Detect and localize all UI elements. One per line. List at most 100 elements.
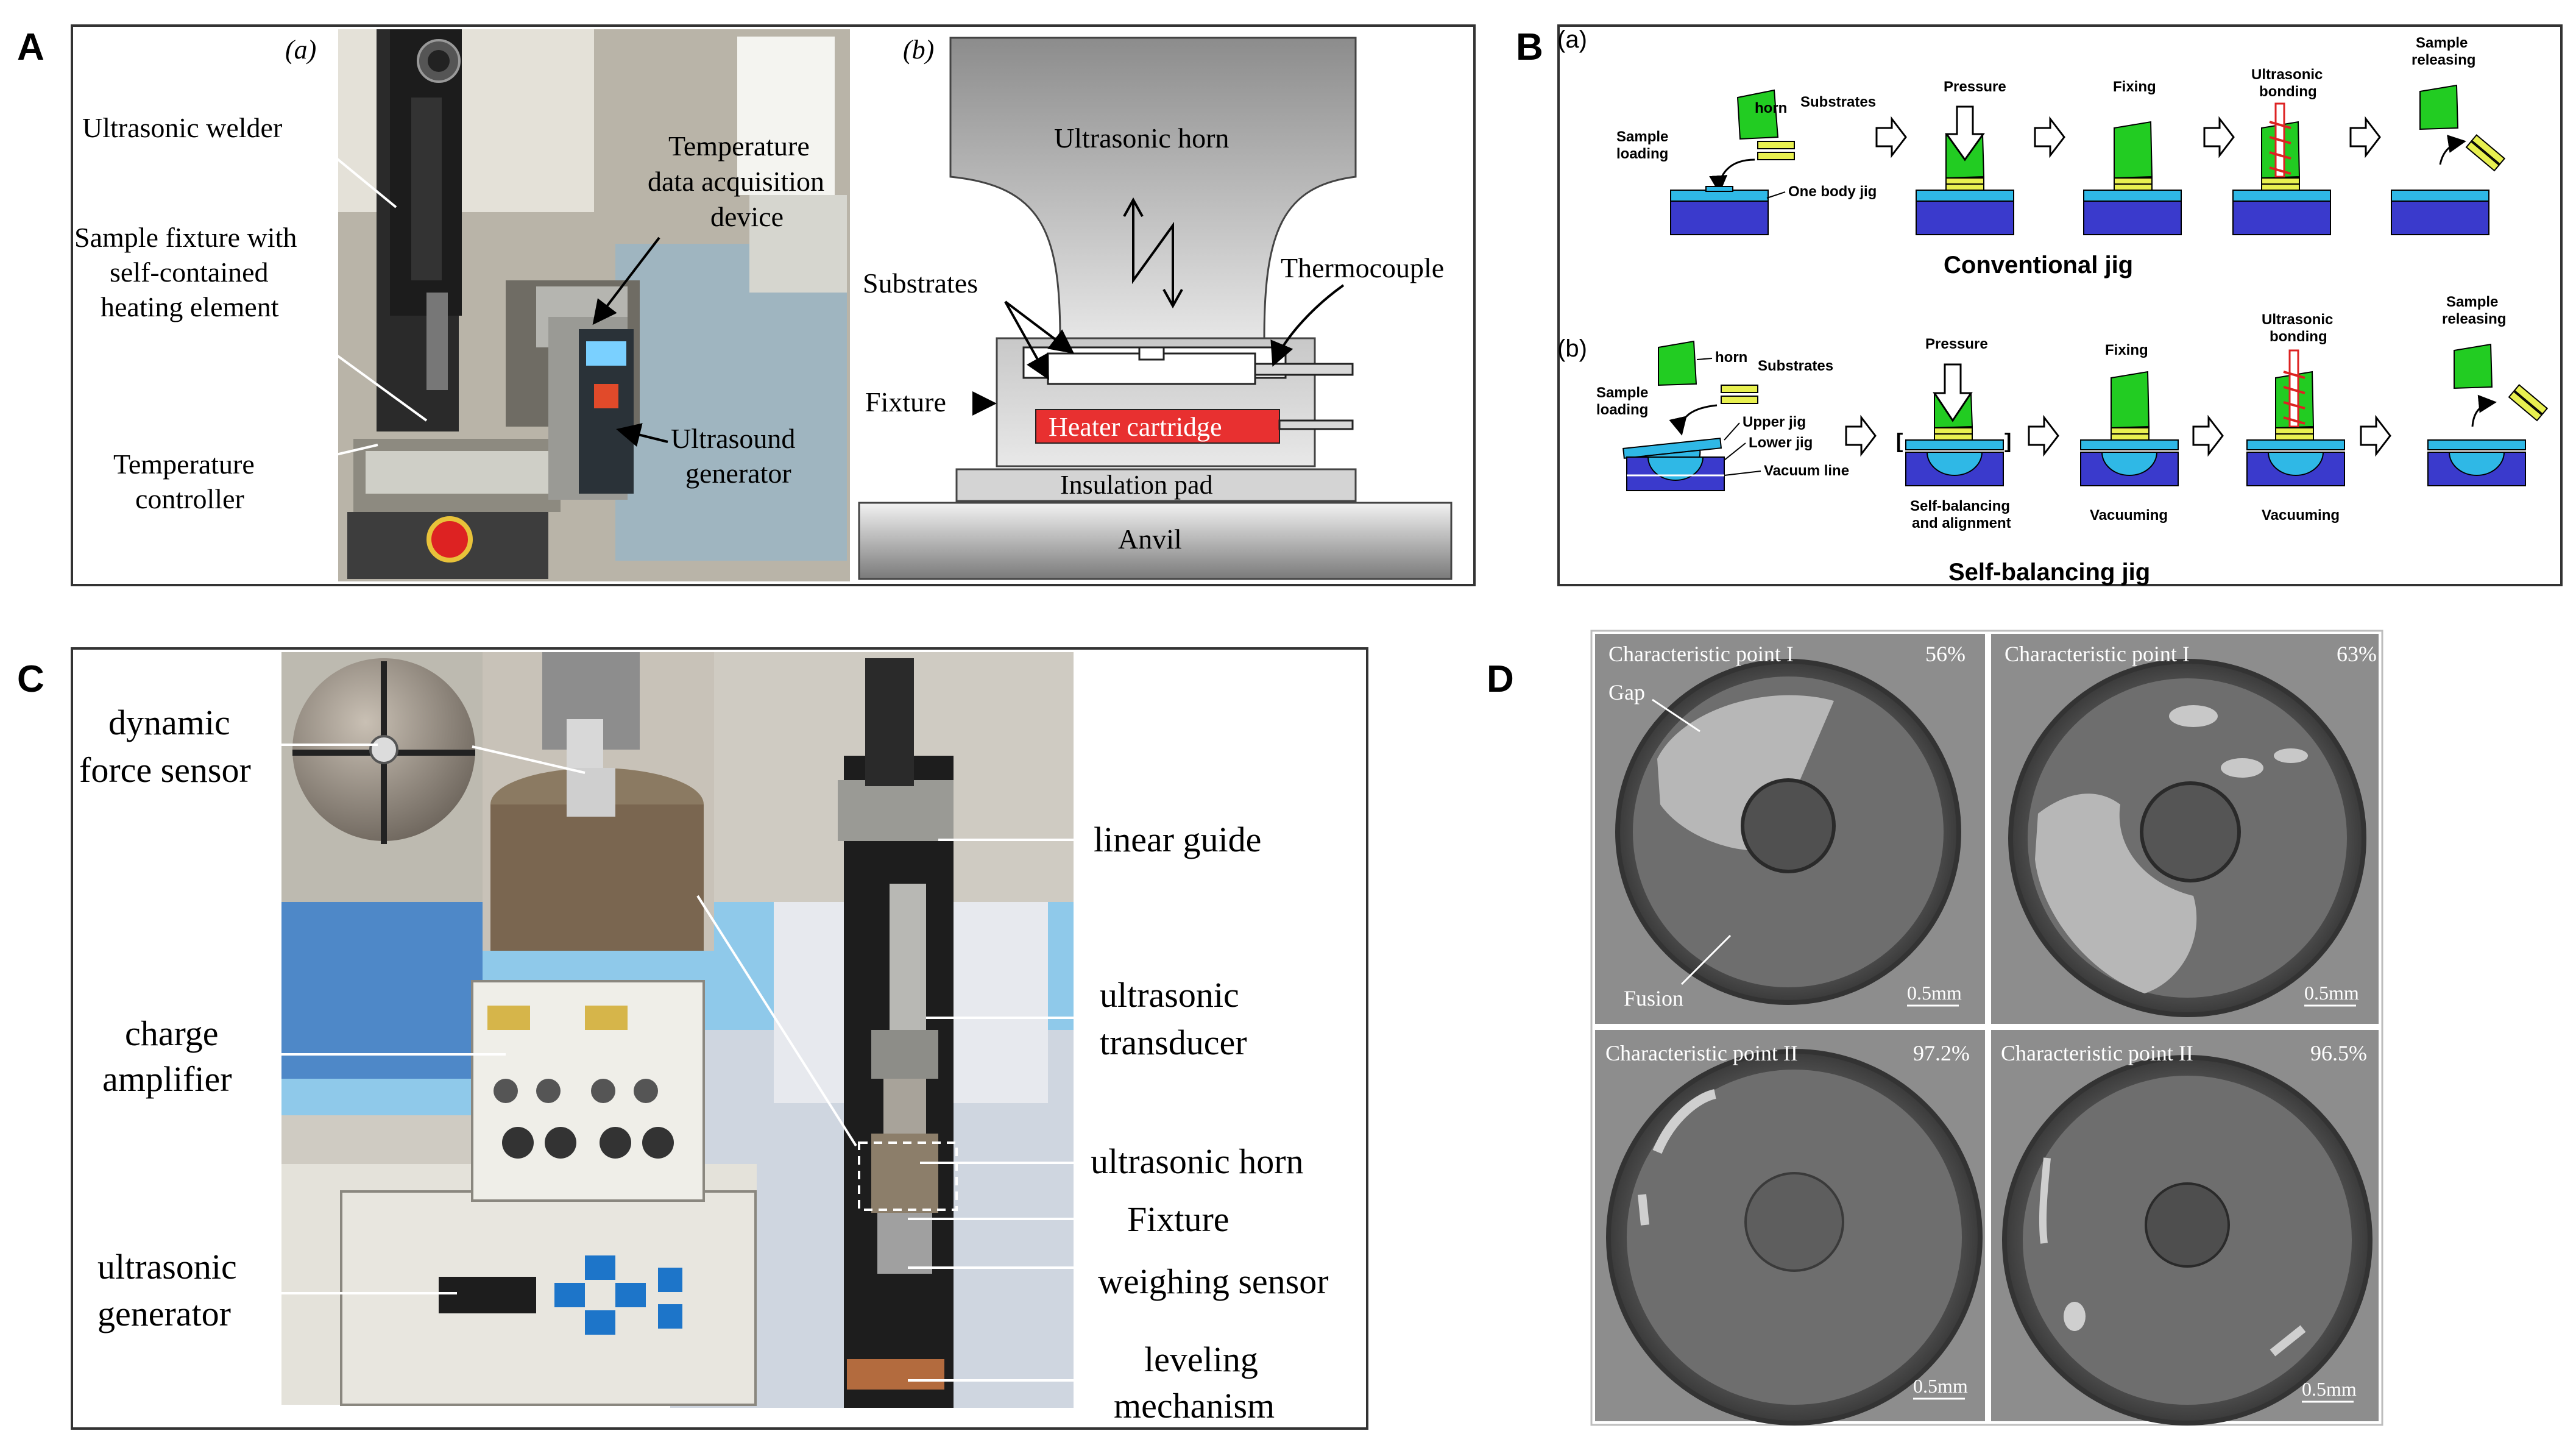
label-weighing-sensor: weighing sensor xyxy=(1098,1262,1329,1301)
label-ultrasonic-generator-2: generator xyxy=(97,1294,231,1333)
label-fixture-2: self-contained xyxy=(110,257,269,288)
label-temp-controller-2: controller xyxy=(135,483,244,514)
label-transducer-1: ultrasonic xyxy=(1100,975,1239,1015)
label-charge-amplifier-2: amplifier xyxy=(102,1059,232,1099)
panel-d: Characteristic point I 56% Gap Fusion 0.… xyxy=(1590,630,2383,1426)
label-daq-3: device xyxy=(710,201,784,232)
br-percent: 96.5% xyxy=(2310,1041,2367,1065)
test-rig-photo xyxy=(281,652,1074,1408)
label-conv-ultrasonic-1: Ultrasonic xyxy=(2251,66,2323,83)
label-ultrasonic-horn: Ultrasonic horn xyxy=(1054,122,1229,154)
label-conv-sample-loading-1: Sample xyxy=(1616,129,1668,145)
anvil xyxy=(858,502,1453,580)
label-anvil: Anvil xyxy=(1118,524,1182,555)
label-vacuuming-1: Vacuuming xyxy=(2090,507,2168,524)
label-fixture: Fixture xyxy=(865,386,946,417)
label-insulation-pad: Insulation pad xyxy=(1060,470,1213,500)
label-ultrasonic-welder: Ultrasonic welder xyxy=(82,112,282,143)
bl-percent: 97.2% xyxy=(1913,1041,1970,1065)
label-conv-sample-loading-2: loading xyxy=(1616,146,1668,162)
panel-c-leaders xyxy=(271,744,1088,1382)
label-self-release-1: Sample xyxy=(2446,294,2498,310)
conventional-jig-row: horn Substrates Sample loading One body … xyxy=(1616,35,2506,279)
heater-cartridge xyxy=(1035,409,1280,444)
br-scale: 0.5mm xyxy=(2302,1378,2357,1400)
leader-controller xyxy=(286,444,378,467)
leader-gen xyxy=(616,423,668,447)
leader-daq xyxy=(592,236,660,325)
label-self-sample-loading-1: Sample xyxy=(1596,385,1648,401)
label-ultrasonic-horn: ultrasonic horn xyxy=(1091,1141,1304,1181)
sub-label-b-b: (b) xyxy=(1557,335,1587,362)
label-self-sample-loading-2: loading xyxy=(1596,402,1648,418)
panel-letter-b: B xyxy=(1516,26,1543,68)
label-ultrasonic-generator-1: ultrasonic xyxy=(97,1247,237,1287)
tl-percent: 56% xyxy=(1925,642,1966,666)
bl-scale: 0.5mm xyxy=(1913,1375,1968,1397)
tr-scale: 0.5mm xyxy=(2304,982,2359,1004)
label-self-balancing-2: and alignment xyxy=(1912,515,2011,531)
label-dynamic-force-sensor-2: force sensor xyxy=(79,750,251,790)
panel-letter-a: A xyxy=(17,26,44,68)
label-conv-pressure: Pressure xyxy=(1944,79,2006,95)
label-charge-amplifier-1: charge xyxy=(125,1014,219,1053)
label-dynamic-force-sensor-1: dynamic xyxy=(108,703,230,742)
label-leveling-1: leveling xyxy=(1144,1340,1258,1379)
tr-percent: 63% xyxy=(2337,642,2377,666)
label-lower-jig: Lower jig xyxy=(1749,435,1813,451)
label-self-balancing-jig: Self-balancing jig xyxy=(1948,559,2150,586)
sub-label-b-a: (a) xyxy=(1557,26,1587,53)
label-daq-2: data acquisition xyxy=(648,166,824,197)
label-thermocouple: Thermocouple xyxy=(1281,252,1444,283)
label-substrates: Substrates xyxy=(863,268,978,299)
self-balancing-jig-row: horn Substrates Sample loading Upper jig… xyxy=(1596,294,2549,586)
label-conventional-jig: Conventional jig xyxy=(1944,252,2133,279)
label-fixture-3: heating element xyxy=(101,291,279,322)
label-upper-jig: Upper jig xyxy=(1743,414,1806,430)
label-vacuuming-2: Vacuuming xyxy=(2262,507,2340,524)
sub-label-b: (b) xyxy=(903,35,934,65)
leader-fixture xyxy=(291,322,428,422)
welder-photo xyxy=(338,29,850,581)
label-self-ultrasonic-1: Ultrasonic xyxy=(2262,311,2333,328)
label-self-balancing-1: Self-balancing xyxy=(1910,498,2010,514)
tr-title: Characteristic point I xyxy=(2005,642,2190,666)
label-transducer-2: transducer xyxy=(1100,1023,1247,1062)
label-heater-cartridge: Heater cartridge xyxy=(1049,412,1222,442)
svg-text:]: ] xyxy=(2005,430,2011,453)
label-self-substrates: Substrates xyxy=(1758,358,1833,374)
tl-title: Characteristic point I xyxy=(1608,642,1794,666)
panel-letter-d: D xyxy=(1487,658,1514,700)
sub-label-a: (a) xyxy=(285,35,316,65)
horn-icon xyxy=(1736,89,1779,140)
label-self-horn: horn xyxy=(1715,349,1747,366)
bl-title: Characteristic point II xyxy=(1605,1041,1798,1065)
label-one-body-jig: One body jig xyxy=(1788,183,1877,200)
insulation-pad xyxy=(955,468,1357,502)
label-self-pressure: Pressure xyxy=(1925,336,1988,352)
leader-welder xyxy=(310,136,397,208)
label-temp-controller-1: Temperature xyxy=(113,449,255,480)
label-gen-2: generator xyxy=(685,458,791,489)
welding-schematic: Ultrasonic horn Heater cartridge Insulat… xyxy=(858,37,1453,580)
panel-a: (a) (b) Ultrasonic welder Sample fixture… xyxy=(71,24,1476,586)
label-vacuum-line: Vacuum line xyxy=(1764,463,1849,479)
panel-c: dynamic force sensor charge amplifier ul… xyxy=(71,647,1368,1430)
label-leveling-2: mechanism xyxy=(1114,1386,1275,1425)
thermocouple-probe xyxy=(1254,363,1354,376)
label-fixture-1: Sample fixture with xyxy=(74,222,297,253)
tl-gap-label: Gap xyxy=(1608,680,1645,705)
panel-b: (a) (b) horn Substrates Sample loading O… xyxy=(1557,24,2563,586)
label-self-fixing: Fixing xyxy=(2105,342,2148,358)
label-conv-release-2: releasing xyxy=(2411,52,2475,68)
generator-box xyxy=(340,1190,757,1406)
vibration-icon xyxy=(1132,201,1174,305)
panel-letter-c: C xyxy=(17,658,44,700)
label-conv-fixing: Fixing xyxy=(2113,79,2156,95)
label-conv-release-1: Sample xyxy=(2416,35,2468,51)
label-conv-substrates: Substrates xyxy=(1800,94,1876,110)
panel-b-frame xyxy=(1557,24,2563,586)
tl-fusion-label: Fusion xyxy=(1624,986,1683,1010)
tl-scale: 0.5mm xyxy=(1907,982,1962,1004)
br-title: Characteristic point II xyxy=(2001,1041,2193,1065)
